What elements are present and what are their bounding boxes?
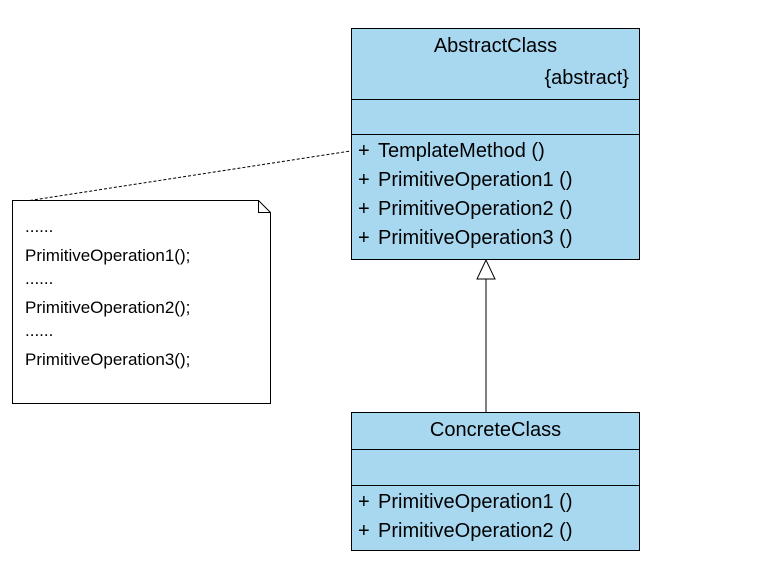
operation-label: PrimitiveOperation3 ()	[378, 227, 573, 249]
operation-primitive-operation-2: + PrimitiveOperation2 ()	[352, 517, 639, 546]
visibility-marker: +	[358, 491, 370, 513]
note-outline	[12, 200, 271, 404]
visibility-marker: +	[358, 169, 370, 191]
note-line-ellipsis: ......	[25, 269, 54, 288]
abstract-class-operations-compartment: + TemplateMethod () + PrimitiveOperation1 …	[352, 134, 639, 253]
note-body: ...... PrimitiveOperation1(); ...... Pri…	[25, 217, 190, 373]
operation-label: TemplateMethod ()	[378, 140, 545, 162]
visibility-marker: +	[358, 140, 370, 162]
abstract-class-name: AbstractClass	[433, 35, 558, 57]
abstract-class-attributes-compartment	[352, 99, 639, 134]
note-line-call: PrimitiveOperation3();	[25, 350, 191, 369]
operation-label: PrimitiveOperation2 ()	[378, 520, 573, 542]
operation-primitive-operation-3: + PrimitiveOperation3 ()	[352, 224, 639, 253]
note-folded-corner	[258, 200, 271, 213]
note-anchor-line	[19, 149, 358, 203]
visibility-marker: +	[358, 227, 370, 249]
operation-template-method: + TemplateMethod ()	[352, 137, 639, 166]
operation-label: PrimitiveOperation2 ()	[378, 198, 573, 220]
abstract-stereotype: {abstract}	[544, 67, 629, 89]
note-line-ellipsis: ......	[25, 321, 54, 340]
concrete-class-name-compartment: ConcreteClass	[352, 413, 639, 449]
operation-primitive-operation-1: + PrimitiveOperation1 ()	[352, 166, 639, 195]
generalization-arrowhead	[476, 258, 496, 280]
visibility-marker: +	[358, 198, 370, 220]
note-line-call: PrimitiveOperation2();	[25, 298, 191, 317]
operation-label: PrimitiveOperation1 ()	[378, 491, 573, 513]
operation-label: PrimitiveOperation1 ()	[378, 169, 573, 191]
operation-primitive-operation-1: + PrimitiveOperation1 ()	[352, 488, 639, 517]
note-line-call: PrimitiveOperation1();	[25, 246, 191, 265]
template-method-note: ...... PrimitiveOperation1(); ...... Pri…	[12, 200, 271, 404]
concrete-class-box: ConcreteClass + PrimitiveOperation1 () + P…	[351, 412, 640, 551]
concrete-class-name: ConcreteClass	[429, 419, 562, 441]
concrete-class-attributes-compartment	[352, 449, 639, 485]
abstract-class-name-compartment: AbstractClass {abstract}	[352, 29, 639, 99]
note-line-ellipsis: ......	[25, 217, 54, 236]
note-shape	[12, 200, 271, 404]
visibility-marker: +	[358, 520, 370, 542]
operation-primitive-operation-2: + PrimitiveOperation2 ()	[352, 195, 639, 224]
concrete-class-operations-compartment: + PrimitiveOperation1 () + PrimitiveOperat…	[352, 485, 639, 546]
abstract-class-box: AbstractClass {abstract} + TemplateMethod…	[351, 28, 640, 260]
